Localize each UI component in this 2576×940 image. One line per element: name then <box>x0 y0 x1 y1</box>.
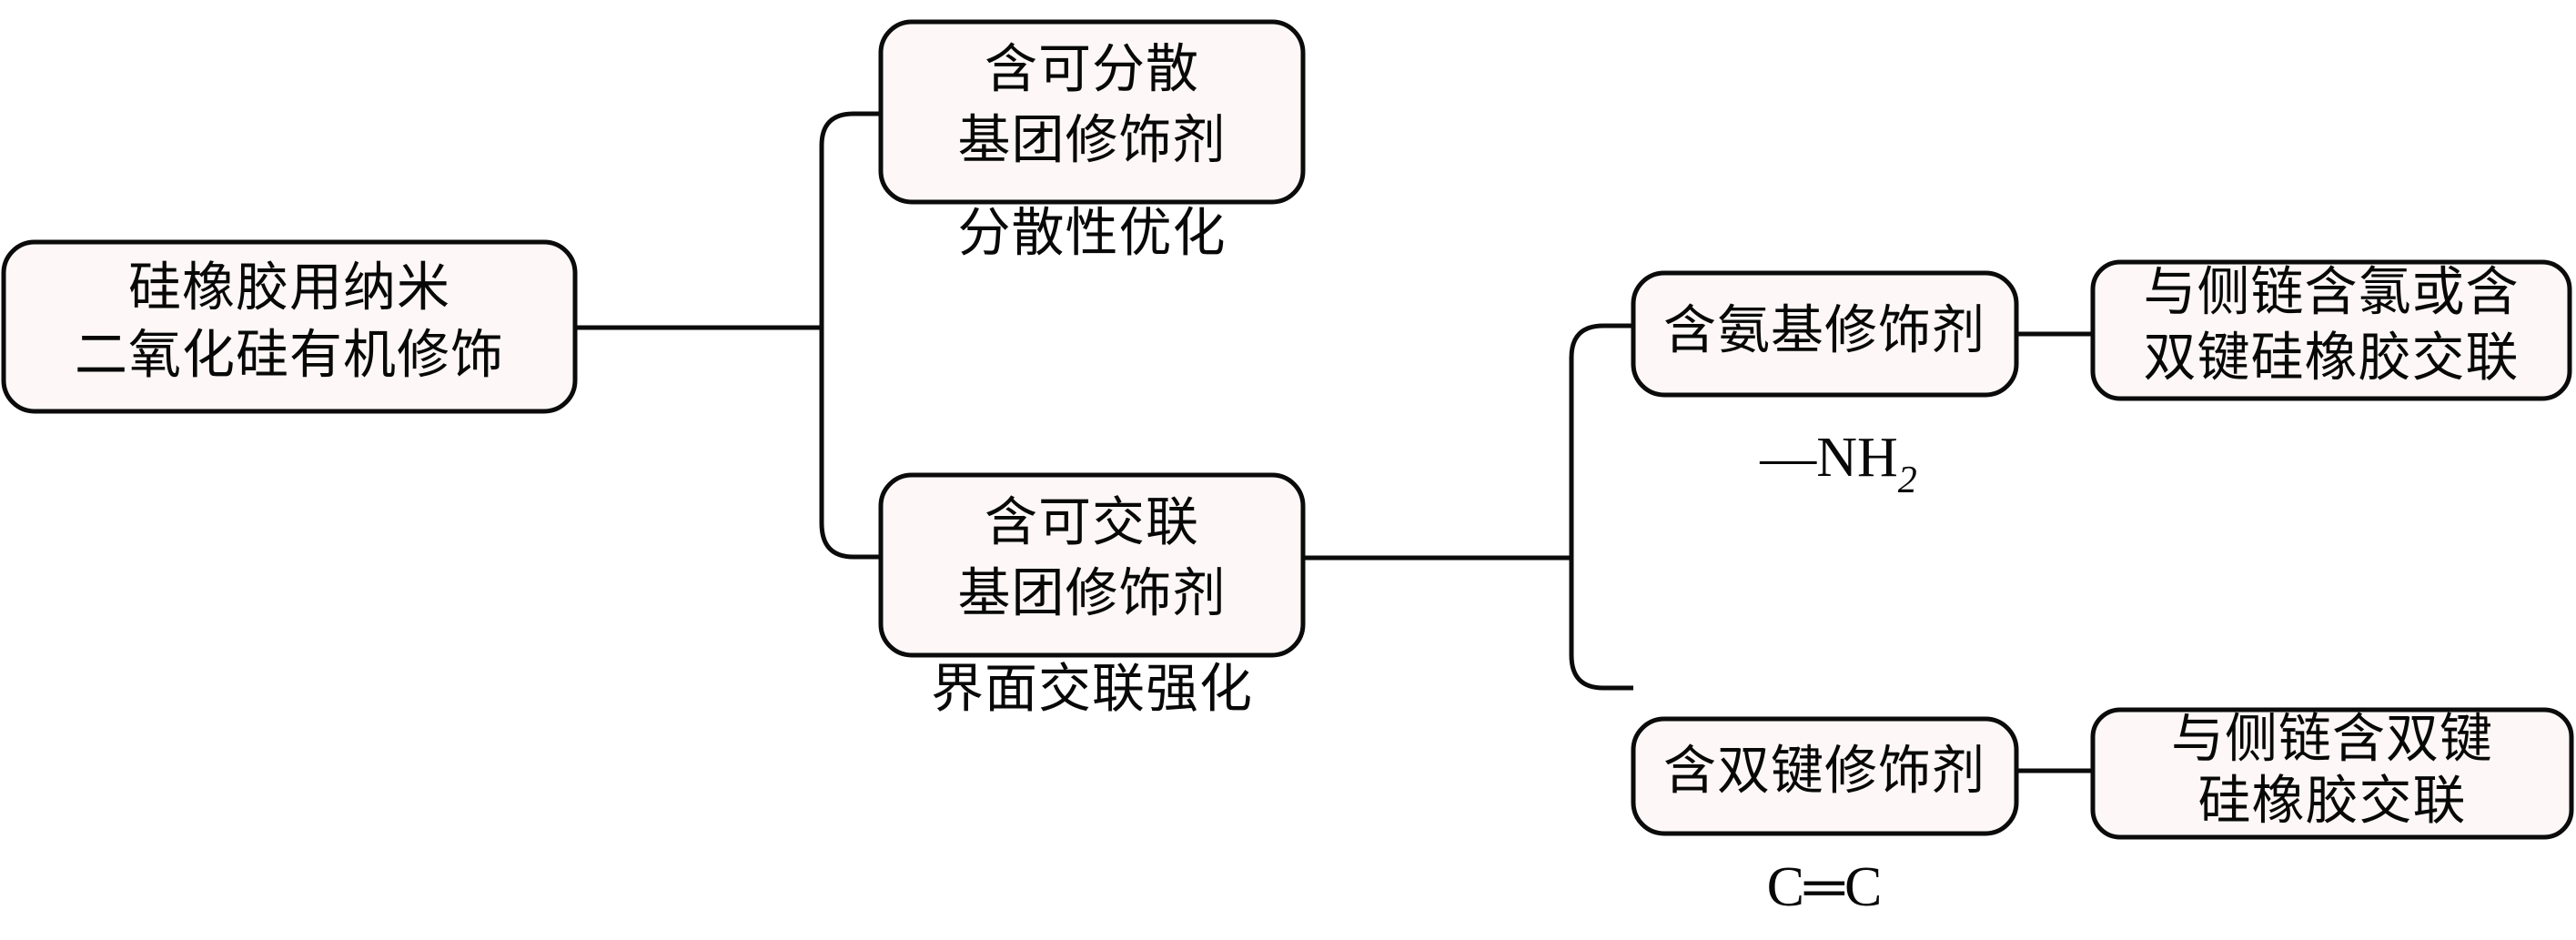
node-dispersible-box[interactable] <box>878 19 1306 205</box>
formula-doublebond: C═C <box>1767 856 1883 918</box>
formula-amino: —NH2 <box>1662 427 1988 509</box>
node-doublebond-result-box[interactable] <box>2090 707 2574 840</box>
node-crosslinkable-line1: 含可交联 <box>985 492 1199 551</box>
node-amino-result-box[interactable] <box>2090 259 2572 401</box>
caption-crosslinkable: 界面交联强化 <box>931 659 1253 718</box>
node-crosslinkable-box[interactable] <box>878 472 1306 658</box>
formula-amino-subscript: 2 <box>1898 460 1917 501</box>
node-root-box[interactable] <box>1 239 578 414</box>
node-dispersible-line2: 基团修饰剂 <box>957 110 1226 169</box>
caption-dispersible: 分散性优化 <box>957 203 1226 262</box>
node-amino-result-line1: 与侧链含氯或含 <box>2143 262 2519 321</box>
formula-amino-prefix: —NH <box>1759 427 1898 489</box>
connector-bracket-level2 <box>819 111 881 560</box>
node-root-line1: 硅橡胶用纳米 <box>128 258 450 317</box>
node-doublebond-box[interactable] <box>1631 716 2019 836</box>
node-crosslinkable-line2: 基团修饰剂 <box>957 563 1226 622</box>
node-doublebond-label: 含双键修饰剂 <box>1663 741 1985 800</box>
node-amino-result-line2: 双键硅橡胶交联 <box>2143 328 2519 387</box>
node-doublebond-result-line1: 与侧链含双键 <box>2171 709 2493 768</box>
connector-bracket-level3 <box>1569 323 1633 691</box>
node-amino-box[interactable] <box>1631 270 2019 398</box>
node-dispersible-line1: 含可分散 <box>985 39 1199 98</box>
node-doublebond-result-line2: 硅橡胶交联 <box>2197 771 2466 830</box>
node-amino-label: 含氨基修饰剂 <box>1663 300 1985 359</box>
node-root-line2: 二氧化硅有机修饰 <box>75 325 504 384</box>
